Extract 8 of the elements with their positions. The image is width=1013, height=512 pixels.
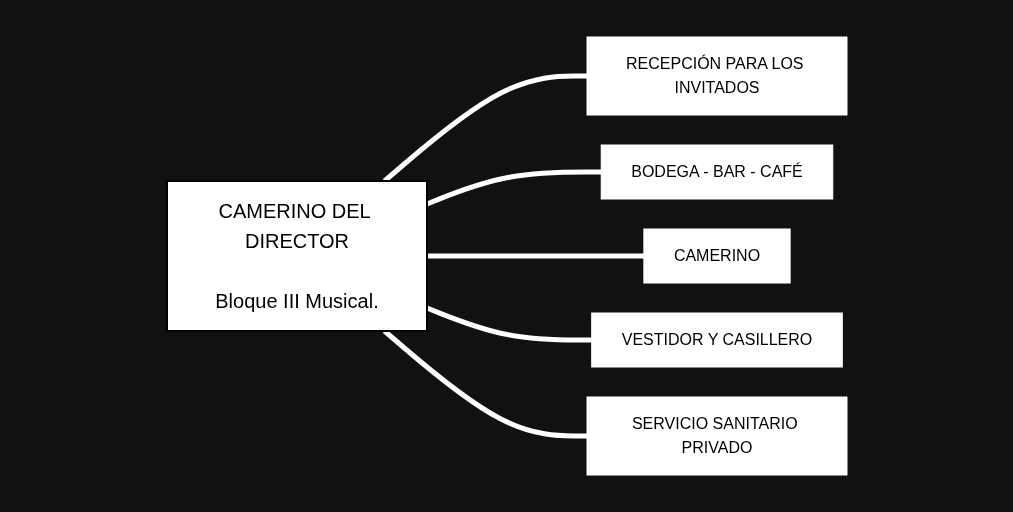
- node-box: BODEGA - BAR - CAFÉ: [600, 144, 833, 200]
- node-box: VESTIDOR Y CASILLERO: [590, 312, 843, 368]
- node-box: SERVICIO SANITARIO PRIVADO: [586, 396, 847, 476]
- connector: [426, 253, 644, 259]
- node-box: CAMERINO: [642, 228, 791, 284]
- node-box: RECEPCIÓN PARA LOS INVITADOS: [586, 36, 847, 116]
- node-box: CAMERINO DEL DIRECTOR Bloque III Musical.: [165, 180, 428, 332]
- connector: [382, 73, 587, 183]
